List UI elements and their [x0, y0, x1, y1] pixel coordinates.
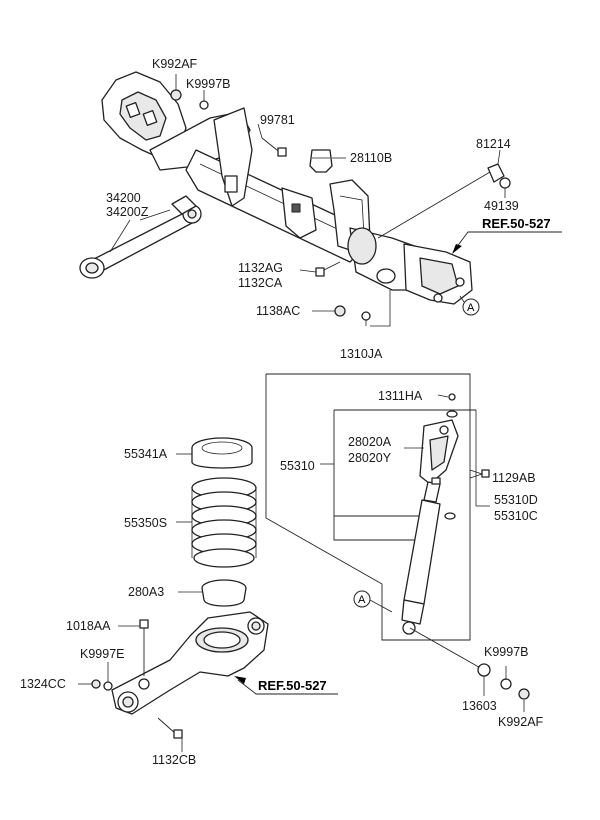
ref-label-top: REF.50-527	[482, 216, 551, 231]
bolt-1132cb	[157, 717, 183, 739]
nut-1324cc	[91, 679, 101, 689]
label-1311ha: 1311HA	[378, 389, 423, 403]
label-81214: 81214	[476, 137, 511, 151]
bolt-99781	[261, 137, 287, 157]
label-28110b: 28110B	[350, 151, 392, 165]
trailing-arm	[111, 611, 269, 715]
ref-label-bottom: REF.50-527	[258, 678, 327, 693]
circle-marker-a-top: A	[462, 298, 480, 316]
label-1018aa: 1018AA	[66, 619, 111, 633]
label-34200: 34200	[106, 191, 141, 205]
label-1132cb: 1132CB	[152, 753, 196, 767]
shock-absorber-group	[265, 373, 530, 700]
spring-lower-seat-280a3	[201, 579, 247, 607]
nut-k992af-top	[170, 89, 182, 101]
label-k992af-bottom: K992AF	[498, 715, 544, 729]
leader-lines	[78, 74, 525, 752]
nut-1138ac	[334, 305, 346, 317]
label-55310: 55310	[280, 459, 315, 473]
label-280a3: 280A3	[128, 585, 164, 599]
bump-stopper-28110b	[309, 149, 333, 173]
label-55310d: 55310D	[494, 493, 538, 507]
lateral-rod	[79, 195, 202, 279]
ref-leader-bottom	[234, 676, 338, 695]
label-34200z: 34200Z	[106, 205, 149, 219]
label-1129ab: 1129AB	[492, 471, 536, 485]
label-k9997b-top: K9997B	[186, 77, 230, 91]
circle-a-bottom-text: A	[358, 594, 366, 606]
label-28020a: 28020A	[348, 435, 392, 449]
label-1138ac: 1138AC	[256, 304, 300, 318]
label-k9997e: K9997E	[80, 647, 124, 661]
bolt-1018aa	[139, 619, 149, 676]
circle-marker-a-bottom: A	[353, 590, 371, 608]
label-k9997b-bottom: K9997B	[484, 645, 528, 659]
ref-leader-top	[452, 231, 562, 254]
label-1132ca: 1132CA	[238, 276, 283, 290]
label-28020y: 28020Y	[348, 451, 392, 465]
label-1132ag: 1132AG	[238, 261, 283, 275]
bolt-1132ag	[315, 261, 341, 277]
label-99781: 99781	[260, 113, 295, 127]
label-k992af-top: K992AF	[152, 57, 198, 71]
spring-upper-seat-55341a	[191, 437, 253, 469]
label-55341a: 55341A	[124, 447, 168, 461]
label-49139: 49139	[484, 199, 519, 213]
label-1310ja: 1310JA	[340, 347, 383, 361]
washer-k9997b-top	[199, 100, 209, 110]
label-55310c: 55310C	[494, 509, 538, 523]
label-55350s: 55350S	[124, 516, 167, 530]
label-1324cc: 1324CC	[20, 677, 66, 691]
label-13603: 13603	[462, 699, 497, 713]
coil-spring-55350s	[191, 477, 257, 568]
washer-k9997e	[103, 681, 113, 691]
washer-1310ja	[361, 311, 371, 321]
circle-a-top-text: A	[467, 302, 475, 314]
rear-axle-beam	[101, 71, 511, 305]
